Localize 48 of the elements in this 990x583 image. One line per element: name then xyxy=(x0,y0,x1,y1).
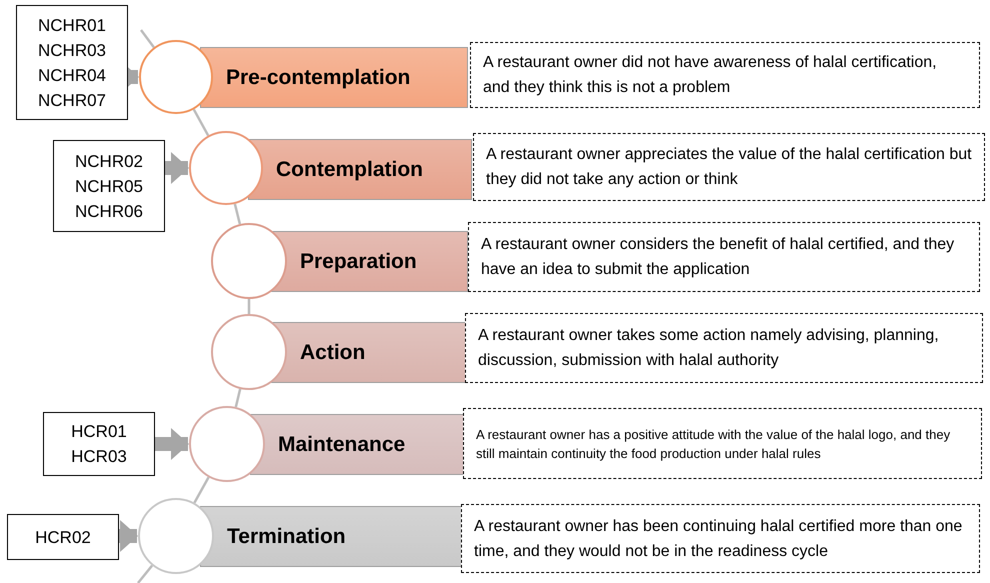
description-box xyxy=(470,42,980,108)
code-box xyxy=(16,5,128,120)
connector-line xyxy=(248,299,250,314)
description-text: A restaurant owner appreciates the value of the halal certification but they did not take any action or think xyxy=(486,145,972,190)
code-label: HCR02 xyxy=(35,526,91,548)
block-arrow xyxy=(119,520,138,552)
code-label: NCHR02 xyxy=(74,150,144,172)
description-box xyxy=(468,222,980,292)
code-label: HCR01 xyxy=(71,421,127,443)
description-text: A restaurant owner has a positive attitude with the value of the halal logo, and they still maintain continuity the food production under halal rules xyxy=(476,426,952,462)
code-box xyxy=(7,514,119,560)
stage-name: Action xyxy=(300,340,366,366)
block-arrow xyxy=(165,152,189,184)
stage-name: Contemplation xyxy=(276,156,423,183)
connector-line xyxy=(137,564,154,583)
code-label: NCHR05 xyxy=(74,176,144,198)
connector-line xyxy=(192,108,210,136)
stage-bar xyxy=(200,506,462,567)
code-box xyxy=(53,140,165,232)
connector-line xyxy=(140,29,155,48)
connector-line xyxy=(234,204,242,224)
stage-name: Termination xyxy=(227,524,346,550)
description-box xyxy=(463,408,982,479)
stage-name: Pre-contemplation xyxy=(226,64,410,91)
description-box xyxy=(465,313,983,383)
description-box xyxy=(473,133,985,201)
code-label: NCHR04 xyxy=(38,64,106,86)
description-text: A restaurant owner considers the benefit of halal certified, and they have an idea to submit the application xyxy=(481,235,956,280)
code-label: HCR03 xyxy=(71,446,127,468)
stage-bar xyxy=(250,414,465,475)
connector-line xyxy=(193,476,210,504)
description-text: A restaurant owner did not have awareness of halal certification, and they think this is not a problem xyxy=(483,53,938,98)
code-box xyxy=(43,412,155,476)
stage-bar xyxy=(200,47,468,108)
code-label: NCHR03 xyxy=(38,40,106,62)
description-text: A restaurant owner takes some action namely advising, planning, discussion, submission with halal authority xyxy=(478,326,940,371)
code-label: NCHR01 xyxy=(38,14,106,36)
block-arrow xyxy=(155,428,189,460)
code-label: NCHR06 xyxy=(74,200,144,222)
stage-bar xyxy=(270,322,466,383)
code-label: NCHR07 xyxy=(38,90,106,112)
description-box xyxy=(461,504,980,573)
stage-name: Preparation xyxy=(300,248,417,275)
connector-line xyxy=(234,388,242,408)
description-text: A restaurant owner has been continuing halal certified more than one time, and they would not be in the readiness cycle xyxy=(474,516,964,562)
stage-name: Maintenance xyxy=(278,432,406,458)
stage-bar xyxy=(270,231,468,292)
stage-bar xyxy=(248,139,472,200)
